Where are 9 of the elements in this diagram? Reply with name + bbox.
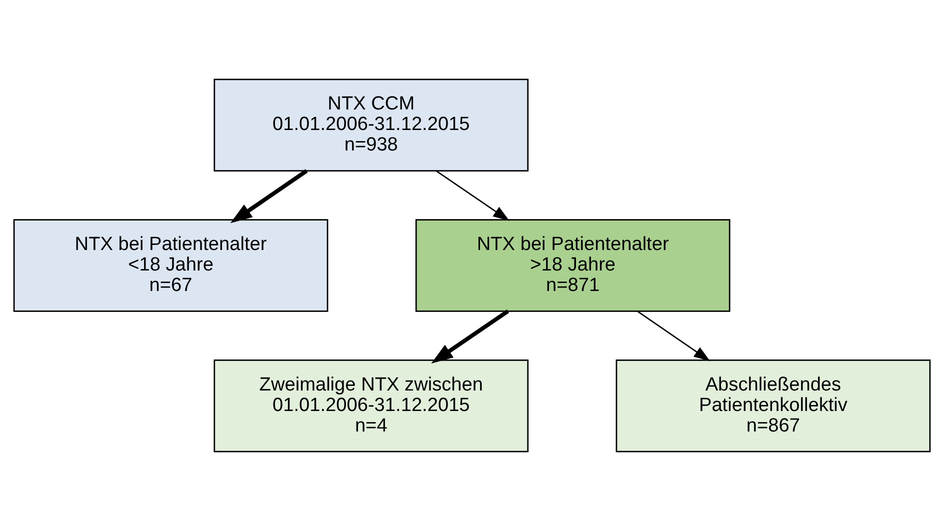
arrow [431,308,510,364]
node-box: NTX bei Patientenalter >18 Jahre n=871 [415,218,730,312]
node-box: NTX CCM 01.01.2006-31.12.2015 n=938 [214,78,529,171]
node-box: NTX bei Patientenalter <18 Jahre n=67 [13,218,328,312]
arrow [636,310,710,361]
arrow [230,168,308,223]
node-box: Abschließendes Patientenkollektiv n=867 [616,359,931,452]
node-box: Zweimalige NTX zwischen 01.01.2006-31.12.2015 n=4 [214,359,529,452]
arrow [436,170,510,220]
